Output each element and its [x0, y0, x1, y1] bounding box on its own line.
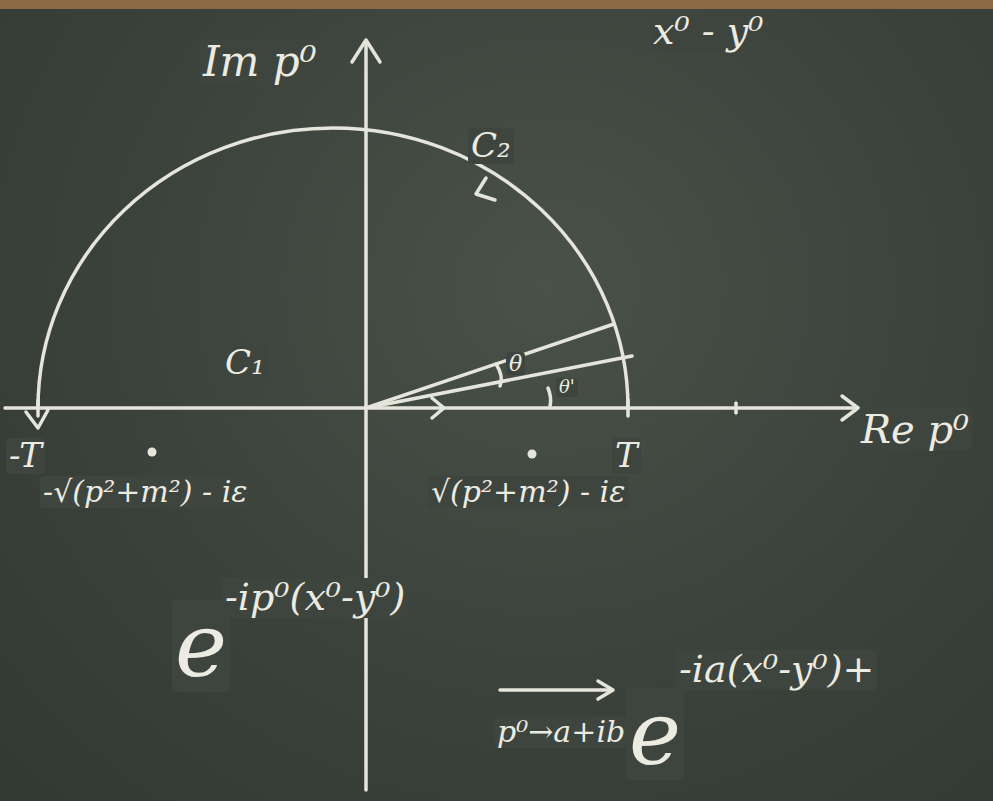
pole-dot	[528, 450, 537, 459]
exponent-text: -ip⁰(x⁰-y⁰)	[222, 578, 408, 618]
pole-dot	[148, 448, 157, 457]
imaginary-axis	[364, 42, 368, 790]
tick	[626, 400, 630, 416]
note-text: x⁰ - y⁰	[650, 12, 766, 52]
endpoint-label: T	[612, 438, 641, 474]
angle-ray	[366, 356, 632, 408]
contour-label: C₁	[222, 345, 268, 381]
chalk-ledge	[0, 0, 993, 9]
mapping-arrow	[500, 688, 612, 692]
real-axis	[5, 406, 858, 410]
angle-arc	[496, 364, 501, 386]
mapping-arrowhead	[598, 681, 613, 699]
axis-label: Im p⁰	[200, 40, 320, 84]
pole-label: √(p²+m²) - iε	[428, 476, 628, 508]
tick	[36, 400, 40, 416]
contour-arrowhead	[476, 178, 495, 200]
exponential-base: e	[626, 688, 684, 780]
substitution-text: p⁰→a+ib	[494, 716, 628, 748]
contour-label: C₂	[468, 128, 514, 164]
angle-arc	[548, 388, 551, 406]
angle-label: θ'	[556, 378, 578, 397]
contour-arc	[38, 128, 628, 408]
tick	[734, 403, 738, 413]
pole-label: -√(p²+m²) - iε	[40, 476, 250, 508]
angle-label: θ	[506, 352, 525, 375]
axis-arrowhead	[352, 40, 380, 62]
axis-label: Re p⁰	[858, 408, 972, 450]
contour-arrowhead	[432, 398, 444, 418]
axis-arrowhead	[842, 396, 858, 420]
endpoint-label: -T	[6, 438, 45, 474]
exponent-text: -ia(x⁰-y⁰)+	[676, 650, 877, 690]
